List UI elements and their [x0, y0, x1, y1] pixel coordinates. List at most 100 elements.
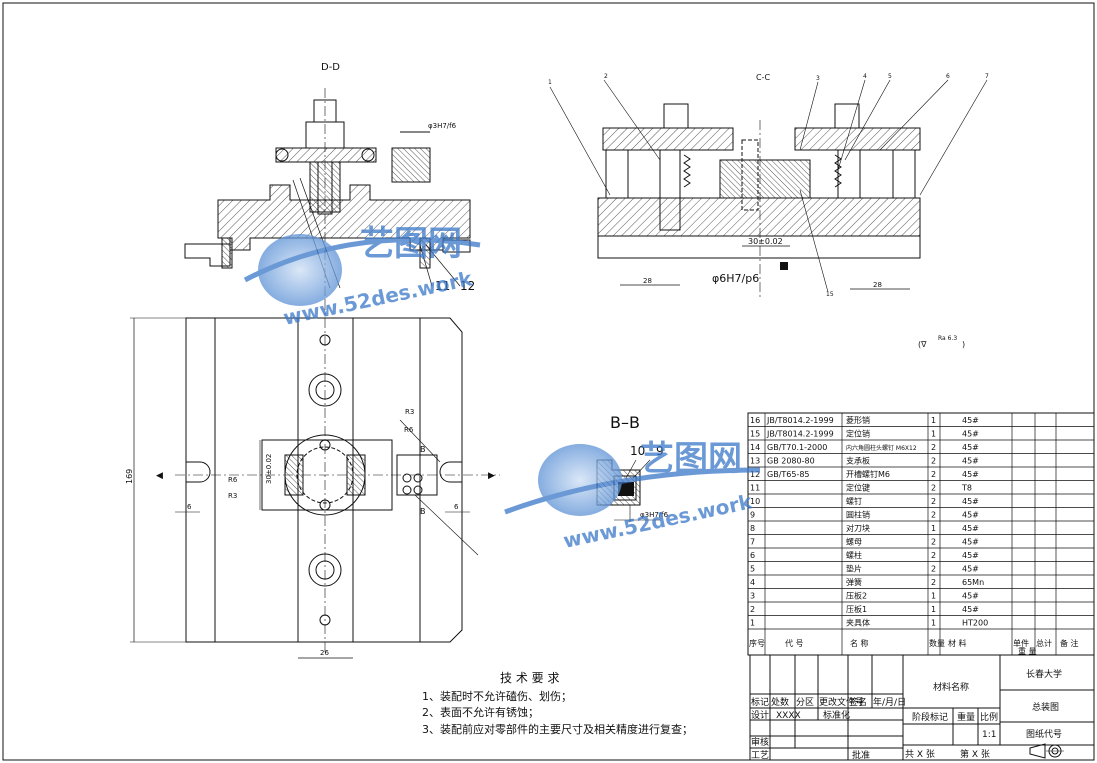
cc-callout-2: 2	[604, 73, 608, 80]
cc-dim-30: 30±0.02	[748, 237, 783, 246]
plan-r3-top: R3	[405, 408, 414, 416]
roughness-close: )	[962, 340, 965, 349]
parts-row-material: 45#	[962, 443, 979, 452]
parts-row-qty: 1	[931, 416, 936, 425]
cc-callout-7: 7	[985, 73, 989, 80]
parts-row-no: 1	[750, 619, 755, 628]
parts-row-name: 支承板	[846, 456, 870, 466]
parts-header-1: 代 号	[785, 638, 804, 648]
roughness-symbol: (∇	[918, 340, 927, 349]
tb-stage: 阶段标记	[912, 711, 948, 723]
tb-drawing-code: 图纸代号	[1026, 728, 1062, 740]
watermark-top: 艺图网 www.52des.work	[243, 224, 481, 330]
parts-row-qty: 2	[931, 565, 936, 574]
parts-row-qty: 1	[931, 524, 936, 533]
parts-row-qty: 2	[931, 578, 936, 587]
parts-row-qty: 1	[931, 430, 936, 439]
view-dd: D-D φ3H7/f6 11 12	[184, 62, 475, 300]
parts-row-no: 8	[750, 524, 755, 533]
plan-r6: R6	[404, 426, 414, 434]
tb-sign: 签名	[849, 696, 867, 708]
tech-req-item-2: 2、表面不允许有锈蚀；	[422, 705, 539, 719]
parts-row-code: JB/T8014.2-1999	[766, 416, 834, 425]
parts-row-no: 4	[750, 578, 755, 587]
cc-callout-5: 5	[888, 73, 892, 80]
parts-row-qty: 2	[931, 511, 936, 520]
tb-approve: 批准	[852, 749, 870, 761]
parts-row-material: 45#	[962, 538, 979, 547]
parts-header-3: 数量	[929, 638, 945, 648]
parts-row-name: 菱形销	[846, 415, 870, 425]
cc-dim-28-right: 28	[873, 281, 882, 289]
parts-row-qty: 1	[931, 605, 936, 614]
tb-change-doc: 更改文件号	[819, 696, 864, 708]
parts-row-material: 45#	[962, 524, 979, 533]
parts-row-qty: 2	[931, 484, 936, 493]
plan-dim-30: 30±0.02	[265, 454, 273, 484]
parts-row-no: 5	[750, 565, 755, 574]
parts-row-material: 45#	[962, 511, 979, 520]
cc-callout-15: 15	[826, 291, 834, 298]
parts-row-name: 对刀块	[846, 523, 870, 533]
parts-header-weight: 重 量	[1018, 646, 1037, 656]
parts-header-6: 总计	[1036, 638, 1052, 648]
tb-review: 审核	[751, 736, 769, 748]
tb-scale-label: 比例	[980, 711, 998, 723]
tb-date: 年/月/日	[873, 696, 906, 708]
bb-callout-9: 9	[656, 444, 664, 458]
parts-row-name: 压板1	[846, 604, 867, 614]
dd-callout-11: 11	[435, 279, 450, 293]
roughness-value: Ra 6.3	[938, 335, 957, 342]
projection-symbol-icon	[1029, 743, 1064, 759]
tb-standardize: 标准化	[823, 709, 850, 721]
parts-row-material: 45#	[962, 470, 979, 479]
parts-row-code: GB/T70.1-2000	[767, 443, 827, 452]
parts-row-qty: 2	[931, 443, 936, 452]
parts-row-no: 15	[750, 430, 760, 439]
parts-row-no: 2	[750, 605, 755, 614]
tech-req-item-1: 1、装配时不允许磕伤、划伤；	[422, 689, 572, 703]
parts-row-material: 45#	[962, 416, 979, 425]
parts-row-name: 内六角圆柱头螺钉 M6X12	[846, 444, 917, 452]
watermark-brand-middle: 艺图网	[640, 439, 742, 479]
view-plan: 169 26 6 6 30±0.02 R3 R6 R6 R3 B B ◀ ▶	[125, 300, 500, 659]
dd-fit-label: φ3H7/f6	[428, 122, 457, 130]
parts-row-no: 12	[750, 470, 760, 479]
parts-row-code: GB/T65-85	[767, 470, 810, 479]
tb-scale: 1:1	[982, 730, 996, 740]
parts-row-qty: 1	[931, 619, 936, 628]
parts-row-code: GB 2080-80	[767, 457, 815, 466]
parts-row-no: 11	[750, 484, 760, 493]
cc-callout-1: 1	[548, 79, 552, 86]
parts-row-material: 45#	[962, 592, 979, 601]
tb-total-sheets: 共 X 张	[905, 749, 935, 760]
plan-section-b-bottom: B	[420, 507, 426, 516]
tb-sheet-no: 第 X 张	[960, 748, 990, 760]
parts-row-name: 螺钉	[846, 496, 862, 506]
tb-zone: 分区	[796, 697, 814, 708]
parts-row-qty: 2	[931, 538, 936, 547]
parts-row-no: 14	[750, 443, 760, 452]
parts-row-material: 45#	[962, 551, 979, 560]
cc-callout-6: 6	[946, 73, 950, 80]
parts-header-0: 序号	[749, 638, 765, 648]
tb-process: 工艺	[751, 750, 769, 761]
bb-fit-label: φ3H7/f6	[640, 511, 669, 519]
globe-icon-2	[538, 444, 622, 516]
parts-row-no: 6	[750, 551, 755, 560]
parts-row-material: HT200	[962, 619, 988, 628]
parts-row-name: 开槽螺钉M6	[846, 469, 890, 479]
plan-dim-26: 26	[320, 649, 329, 657]
view-cc-title: C-C	[756, 73, 770, 82]
parts-row-qty: 2	[931, 470, 936, 479]
cc-callout-4: 4	[863, 73, 867, 80]
parts-row-name: 弹簧	[846, 577, 862, 587]
parts-row-no: 10	[750, 497, 760, 506]
view-bb-title: B–B	[610, 413, 640, 432]
parts-row-name: 螺母	[846, 537, 862, 547]
view-dd-title: D-D	[321, 62, 340, 73]
parts-row-material: 65Mn	[962, 578, 984, 587]
